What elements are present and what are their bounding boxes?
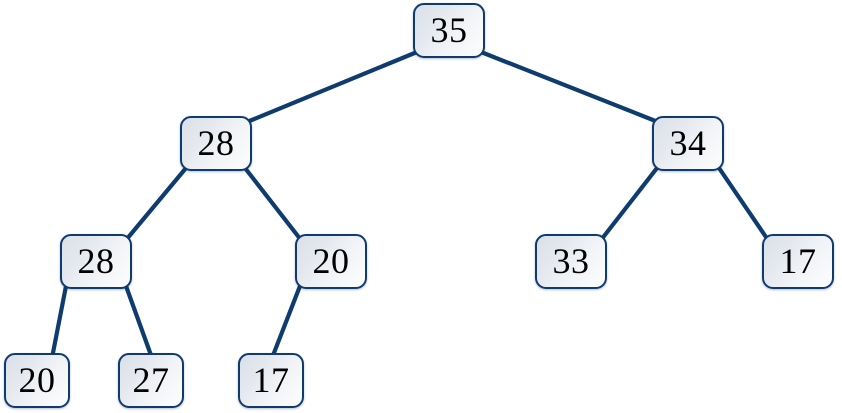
tree-node[interactable]: 28 xyxy=(60,234,132,289)
tree-edge xyxy=(49,283,69,361)
tree-node[interactable]: 35 xyxy=(413,3,485,58)
tree-edge xyxy=(123,165,189,243)
tree-node-label: 27 xyxy=(132,359,170,400)
tree-node-label: 28 xyxy=(77,240,115,281)
tree-edge xyxy=(478,49,661,125)
tree-node-label: 20 xyxy=(18,359,56,400)
tree-node[interactable]: 17 xyxy=(238,353,304,408)
tree-node-label: 35 xyxy=(430,9,468,50)
tree-edge xyxy=(242,165,304,243)
tree-edge xyxy=(123,283,155,361)
tree-node-label: 20 xyxy=(312,240,350,281)
tree-edge xyxy=(598,165,660,243)
tree-node-label: 28 xyxy=(197,122,235,163)
tree-node[interactable]: 34 xyxy=(652,116,724,171)
tree-node-label: 17 xyxy=(779,240,817,281)
tree-edge xyxy=(244,49,420,125)
tree-edge xyxy=(269,283,303,361)
tree-node[interactable]: 33 xyxy=(535,234,607,289)
tree-edge xyxy=(716,165,771,243)
tree-node-label: 17 xyxy=(252,359,290,400)
tree-node[interactable]: 20 xyxy=(295,234,367,289)
tree-node[interactable]: 27 xyxy=(118,353,184,408)
tree-node-label: 33 xyxy=(552,240,590,281)
tree-node[interactable]: 17 xyxy=(762,234,834,289)
tree-node-label: 34 xyxy=(669,122,707,163)
tree-node[interactable]: 20 xyxy=(4,353,70,408)
tree-node[interactable]: 28 xyxy=(180,116,252,171)
